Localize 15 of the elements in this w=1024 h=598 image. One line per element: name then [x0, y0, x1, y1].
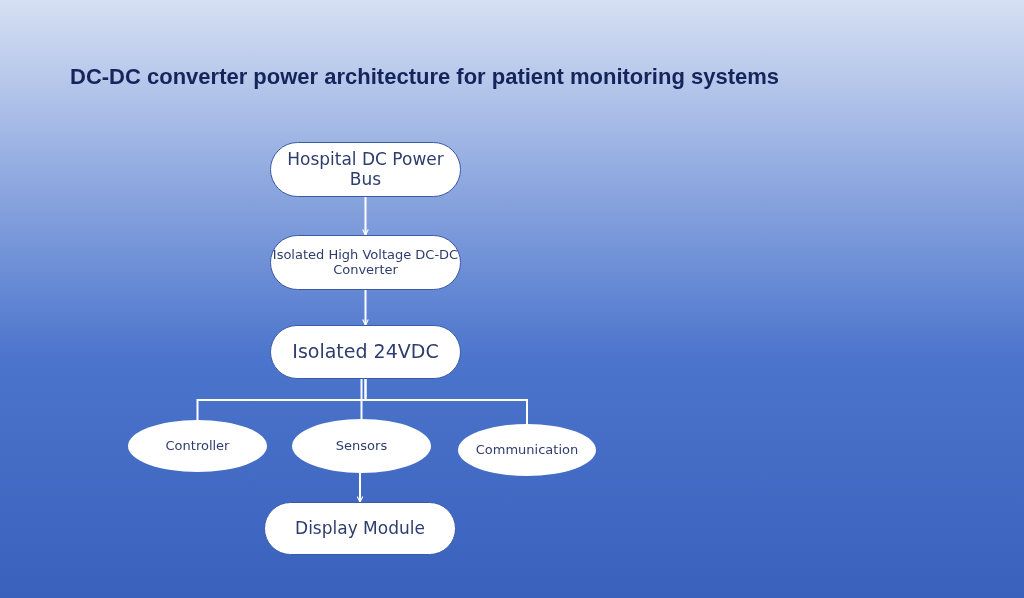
arrow: [356, 472, 364, 503]
node-label: Sensors: [335, 438, 388, 454]
connector-line: [360, 378, 363, 420]
node-label: Controller: [165, 438, 230, 454]
node-label: Isolated 24VDC: [292, 341, 439, 363]
rounded-node: [264, 502, 456, 555]
rounded-node: [270, 325, 461, 379]
node-label: Hospital DC Power Bus: [286, 149, 445, 190]
node-label: Isolated High Voltage DC-DC Converter: [271, 247, 460, 278]
node-label: Display Module: [295, 518, 425, 539]
node-label: Communication: [475, 442, 579, 458]
connector-line: [364, 378, 528, 425]
arrow: [362, 196, 369, 236]
diagram-title: DC-DC converter power architecture for patient monitoring systems: [70, 64, 780, 90]
arrow: [362, 289, 369, 326]
